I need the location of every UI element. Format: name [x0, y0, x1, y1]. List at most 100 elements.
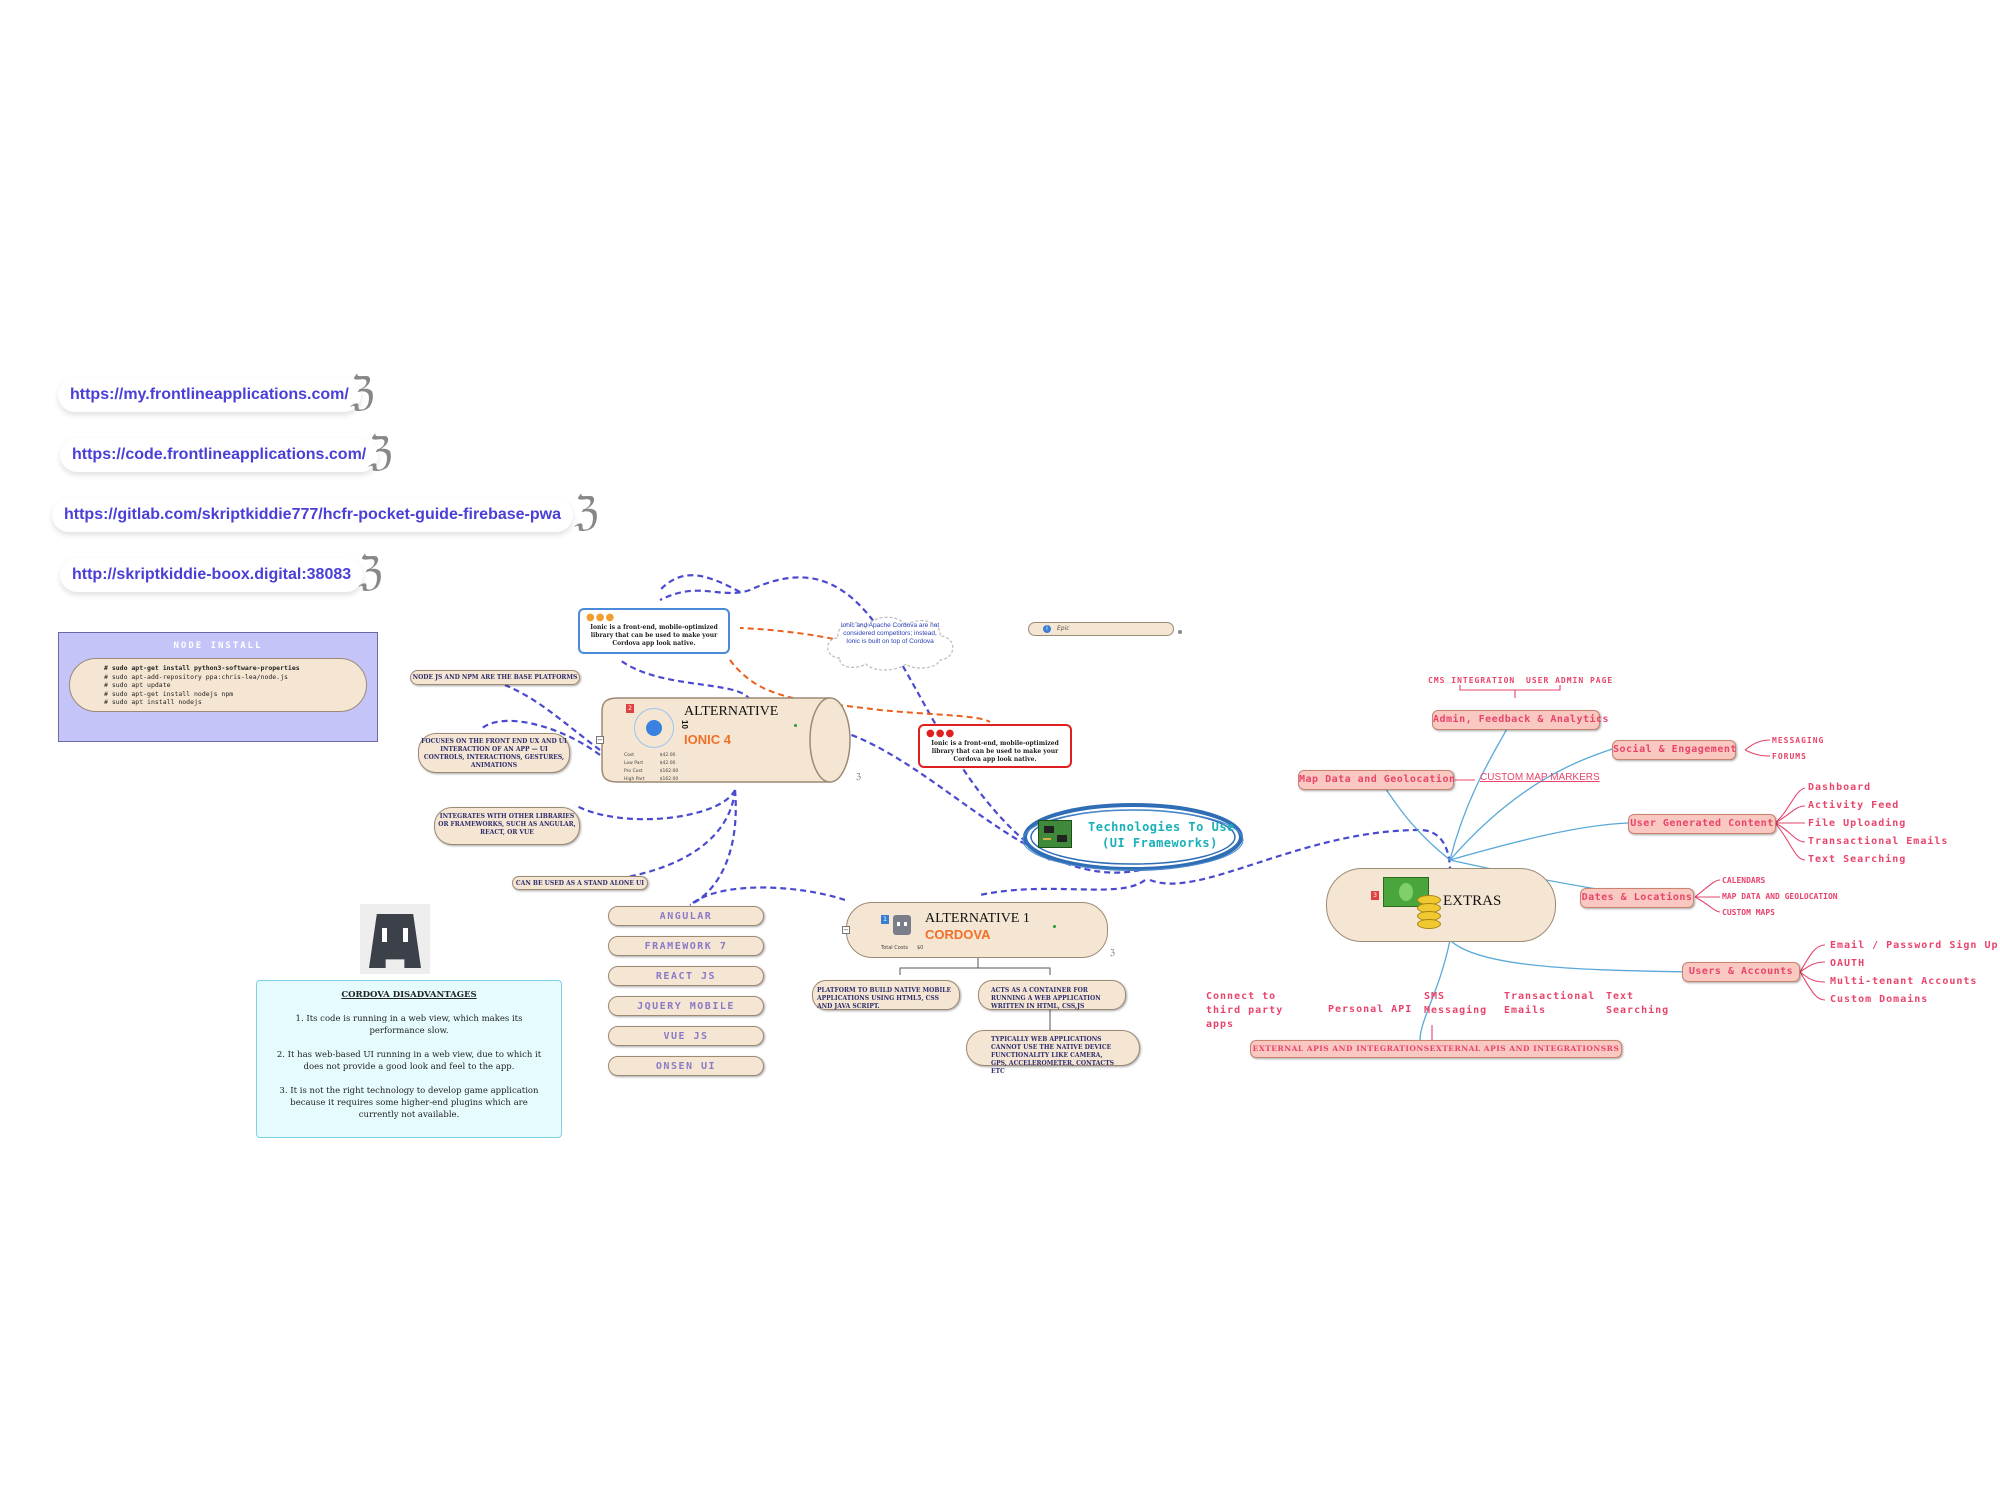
external-child-third-party[interactable]: Connect to third party apps — [1206, 991, 1284, 1030]
cordova-disadvantage-item: 2. It has web-based UI running in a web … — [276, 1050, 542, 1072]
social-engagement[interactable]: Social & Engagement — [1612, 740, 1736, 760]
framework-angular[interactable]: ANGULAR — [608, 906, 764, 926]
ionic-cost-table: Cost$42.00 Low Part$42.00 Pro Cost$162.0… — [624, 752, 679, 784]
ionic-child-integrates[interactable]: INTEGRATES WITH OTHER LIBRARIES OR FRAME… — [434, 807, 580, 845]
link-skriptkiddie[interactable]: http://skriptkiddie-boox.digital:38083 — [60, 558, 364, 592]
link-central-extras — [1149, 828, 1452, 885]
cordova-badge: 1 — [881, 915, 889, 924]
ionic-node[interactable]: 2 ALTERNATIVE 10 IONIC 4 Cost$42.00 Low … — [600, 696, 854, 784]
map-data-geolocation[interactable]: Map Data and Geolocation — [1298, 770, 1455, 790]
info-icon: i — [1043, 625, 1051, 633]
extras-node[interactable]: 3 EXTRAS — [1326, 868, 1556, 942]
link-frontline-code[interactable]: https://code.frontlineapplications.com/ — [60, 438, 379, 472]
admin-child-cms[interactable]: CMS INTEGRATION — [1428, 676, 1516, 685]
ionic-green-dot-icon — [794, 724, 797, 727]
cordova-child-webapps[interactable]: TYPICALLY WEB APPLICATIONS CANNOT USE TH… — [966, 1030, 1140, 1075]
ugc-child-file-uploading[interactable]: File Uploading — [1808, 818, 1907, 829]
external-apis-integrations[interactable]: EXTERNAL APIS AND INTEGRATIONSEXTERNAL A… — [1250, 1040, 1622, 1058]
central-node[interactable]: Technologies To Use (UI Frameworks) — [1020, 800, 1246, 874]
central-ring-shape — [1022, 803, 1244, 871]
link-ionic-focus — [479, 719, 601, 756]
dates-child-map-data[interactable]: MAP DATA AND GEOLOCATION — [1722, 892, 1838, 901]
ugc-child-activity-feed[interactable]: Activity Feed — [1808, 800, 1900, 811]
extras-badge: 3 — [1371, 891, 1379, 900]
admin-feedback-analytics[interactable]: Admin, Feedback & Analytics — [1432, 710, 1609, 730]
ionic-collapse-toggle[interactable]: − — [596, 736, 604, 744]
ionic-link-icon[interactable]: ℨ — [856, 772, 861, 781]
cordova-child-platform[interactable]: PLATFORM TO BUILD NATIVE MOBILE APPLICAT… — [812, 980, 960, 1010]
users-child-email-signup[interactable]: Email / Password Sign Up — [1830, 940, 1999, 951]
framework-onsen[interactable]: ONSEN UI — [608, 1056, 764, 1076]
callout-dots-icon: ●●● — [586, 612, 616, 623]
users-child-custom-domains[interactable]: Custom Domains — [1830, 994, 1929, 1005]
ionic-child-standalone[interactable]: CAN BE USED AS A STAND ALONE UI — [512, 876, 648, 890]
external-child-sms[interactable]: SMS Messaging — [1424, 991, 1488, 1016]
link-gitlab[interactable]: https://gitlab.com/skriptkiddie777/hcfr-… — [52, 498, 573, 532]
link-swirl-icon: ℨ — [574, 489, 599, 535]
map-child-custom-markers[interactable]: CUSTOM MAP MARKERS — [1480, 772, 1600, 783]
framework-7[interactable]: FRAMEWORK 7 — [608, 936, 764, 956]
central-title-line1: Technologies To Use — [1088, 820, 1235, 834]
users-child-oauth[interactable]: OAUTH — [1830, 958, 1866, 969]
ugc-child-dashboard[interactable]: Dashboard — [1808, 782, 1872, 793]
cordova-disadvantages-title: CORDOVA DISADVANTAGES — [341, 990, 477, 1000]
node-install-title: NODE INSTALL — [173, 641, 263, 651]
external-child-personal-api[interactable]: Personal API — [1328, 1004, 1413, 1015]
link-extras-ugc — [1449, 822, 1629, 861]
ugc-child-transactional-emails[interactable]: Transactional Emails — [1808, 836, 1949, 847]
ionic-child-focus[interactable]: FOCUSES ON THE FRONT END UX AND UI INTER… — [418, 733, 570, 773]
ionic-subtitle: IONIC 4 — [684, 732, 731, 747]
cordova-disadvantages-panel: CORDOVA DISADVANTAGES 1. Its code is run… — [256, 980, 562, 1138]
node-install-commands: # sudo apt-get install python3-software-… — [69, 658, 367, 712]
small-note-text: Epic — [1057, 625, 1070, 632]
users-child-multitenant[interactable]: Multi-tenant Accounts — [1830, 976, 1978, 987]
link-ionic-node — [504, 683, 601, 751]
ionic-cost-row: High Part$162.00 — [624, 777, 679, 782]
cordova-green-dot-icon — [1053, 925, 1056, 928]
admin-child-user-admin[interactable]: USER ADMIN PAGE — [1526, 676, 1614, 685]
link-frontline-my[interactable]: https://my.frontlineapplications.com/ — [58, 378, 361, 412]
link-central-cordova — [979, 879, 1146, 897]
social-child-forums[interactable]: FORUMS — [1772, 752, 1807, 761]
link-swirl-icon: ℨ — [368, 429, 393, 475]
ionic-child-node-npm[interactable]: NODE JS AND NPM ARE THE BASE PLATFORMS — [410, 670, 580, 685]
link-extras-social — [1449, 747, 1616, 861]
cordova-child-container[interactable]: ACTS AS A CONTAINER FOR RUNNING A WEB AP… — [978, 980, 1126, 1010]
framework-react[interactable]: REACT JS — [608, 966, 764, 986]
framework-vue[interactable]: VUE JS — [608, 1026, 764, 1046]
social-child-messaging[interactable]: MESSAGING — [1772, 736, 1825, 745]
cordova-collapse-toggle[interactable]: − — [842, 926, 850, 934]
ugc-child-text-searching[interactable]: Text Searching — [1808, 854, 1907, 865]
link-extras-users — [1449, 939, 1691, 973]
ionic-badge: 2 — [626, 704, 634, 713]
cordova-logo-icon — [360, 904, 430, 974]
ionic-logo-icon — [634, 708, 674, 748]
cordova-link-icon[interactable]: ℨ — [1110, 948, 1115, 957]
cloud-note: Ionic and Apache Cordova are not conside… — [820, 610, 960, 672]
cordova-total-label: Total Costs — [881, 945, 908, 951]
framework-jquery-mobile[interactable]: JQUERY MOBILE — [608, 996, 764, 1016]
cloud-shape — [827, 616, 954, 671]
link-central-callout — [659, 576, 1051, 861]
cordova-robot-icon — [893, 915, 911, 935]
small-note[interactable]: i Epic — [1028, 622, 1174, 636]
ionic-cost-row: Low Part$42.00 — [624, 761, 676, 766]
extras-title: EXTRAS — [1443, 893, 1502, 909]
dates-child-custom-maps[interactable]: CUSTOM MAPS — [1722, 908, 1775, 917]
node-cmd: # sudo apt update — [104, 681, 171, 689]
ionic-title: ALTERNATIVE — [684, 704, 779, 719]
cordova-node[interactable]: 1 ALTERNATIVE 1 CORDOVA Total Costs $0 — [846, 902, 1108, 958]
external-child-transactional[interactable]: Transactional Emails — [1504, 991, 1596, 1016]
external-child-text-searching[interactable]: Text Searching — [1606, 991, 1670, 1016]
users-accounts[interactable]: Users & Accounts — [1682, 962, 1800, 982]
dates-child-calendars[interactable]: CALENDARS — [1722, 876, 1766, 885]
user-generated-content[interactable]: User Generated Content — [1628, 814, 1776, 834]
node-cmd: # sudo apt-get install nodejs npm — [104, 689, 234, 698]
cordova-disadvantage-item: 3. It is not the right technology to dev… — [279, 1086, 539, 1120]
link-swirl-icon: ℨ — [350, 369, 375, 415]
link-callout-back — [659, 574, 741, 593]
callout-dots-icon: ●●● — [926, 728, 956, 739]
dates-locations[interactable]: Dates & Locations — [1580, 888, 1694, 908]
link-extras-external — [1419, 939, 1451, 1041]
link-orange — [729, 659, 991, 723]
